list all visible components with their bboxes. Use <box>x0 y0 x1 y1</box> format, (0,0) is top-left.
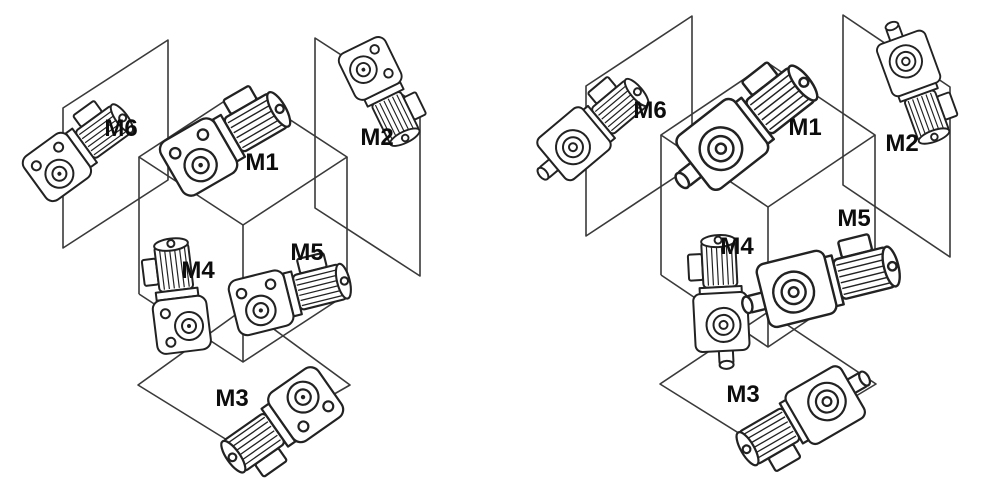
gearmotor-m3-icon <box>209 362 352 490</box>
label-m4: M4 <box>720 233 754 260</box>
label-m6: M6 <box>633 97 666 124</box>
gearmotor-m3-icon <box>726 352 888 483</box>
label-m1: M1 <box>788 114 821 141</box>
label-m1: M1 <box>245 149 278 176</box>
wall-plane-m6 <box>585 15 693 237</box>
label-m4: M4 <box>181 257 215 284</box>
gearmotor-m1-icon <box>152 73 302 201</box>
label-m3: M3 <box>215 385 248 412</box>
label-m5: M5 <box>837 205 870 232</box>
gearmotor-m4-icon <box>138 234 213 357</box>
mounting-diagram-left: M6 M1 M2 M4 M5 M3 <box>15 31 435 490</box>
right-panel-labels: M6 M1 M2 M4 M5 M3 <box>633 97 918 408</box>
label-m3: M3 <box>726 381 759 408</box>
left-panel-labels: M6 M1 M2 M4 M5 M3 <box>104 115 393 412</box>
label-m6: M6 <box>104 115 137 142</box>
mounting-diagram-right: M6 M1 M2 M4 M5 M3 <box>517 10 965 483</box>
wall-plane-m6 <box>62 39 169 249</box>
gearmotor-m6-icon <box>15 88 145 206</box>
label-m2: M2 <box>360 124 393 151</box>
label-m2: M2 <box>885 130 918 157</box>
left-panel-gearmotors <box>15 31 435 490</box>
label-m5: M5 <box>290 239 323 266</box>
